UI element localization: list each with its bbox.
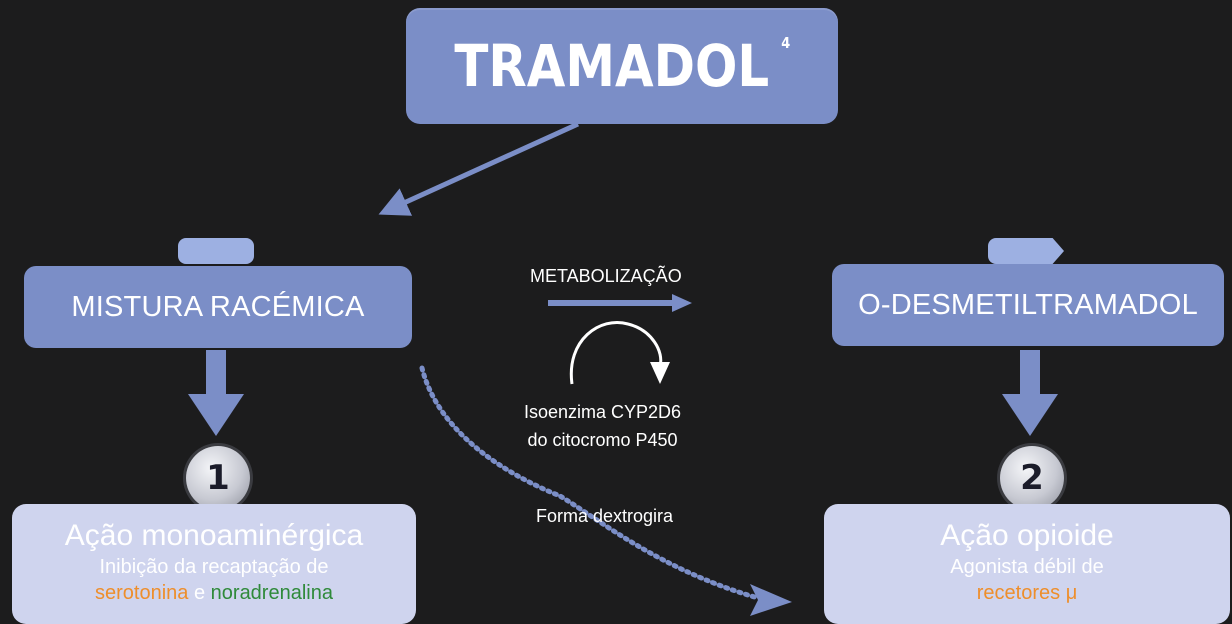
result-right-line1: Agonista débil de bbox=[950, 556, 1104, 578]
term-serotonina: serotonina bbox=[95, 582, 189, 604]
capsule-icon-right bbox=[988, 238, 1064, 264]
node-mistura-racemica: MISTURA RACÉMICA bbox=[24, 266, 412, 348]
term-conjunction: e bbox=[188, 582, 211, 604]
curved-process-arrow-icon bbox=[569, 321, 670, 385]
step-badge-1: 1 bbox=[186, 446, 250, 510]
arrow-down-right bbox=[1002, 350, 1058, 436]
title-text-wrapper: TRAMADOL 4 bbox=[454, 32, 790, 100]
enzyme-label-line1: Isoenzima CYP2D6 bbox=[524, 402, 682, 422]
title-box: TRAMADOL 4 bbox=[406, 8, 838, 124]
dextrogyre-label: Forma dextrogira bbox=[536, 506, 674, 526]
title-text: TRAMADOL bbox=[454, 32, 769, 100]
result-opioid: Ação opioide Agonista débil de recetores… bbox=[824, 504, 1230, 624]
node-o-desmetiltramadol: O-DESMETILTRAMADOL bbox=[832, 264, 1224, 346]
term-recetores-mu: recetores μ bbox=[976, 582, 1078, 604]
result-left-title: Ação monoaminérgica bbox=[64, 519, 364, 552]
dotted-dextro-curve bbox=[419, 365, 761, 601]
result-right-line2: recetores μ bbox=[824, 580, 1230, 606]
capsule-icon-left bbox=[178, 238, 254, 264]
enzyme-label-line2: do citocromo P450 bbox=[527, 430, 678, 450]
arrow-down-left bbox=[188, 350, 244, 436]
result-right-title: Ação opioide bbox=[940, 519, 1114, 552]
term-noradrenalina: noradrenalina bbox=[210, 582, 333, 604]
result-left-line1: Inibição da recaptação de bbox=[99, 556, 329, 578]
result-left-line2: serotonina e noradrenalina bbox=[12, 580, 416, 606]
dextro-arrowhead bbox=[750, 584, 792, 616]
metabolization-label: METABOLIZAÇÃO bbox=[530, 266, 682, 286]
result-monoaminergic: Ação monoaminérgica Inibição da recaptaç… bbox=[12, 504, 416, 624]
title-reference-superscript: 4 bbox=[780, 34, 790, 52]
step-badge-2: 2 bbox=[1000, 446, 1064, 510]
arrow-title-to-mixture bbox=[378, 121, 580, 216]
metabolization-arrow bbox=[548, 294, 692, 312]
enzyme-label: Isoenzima CYP2D6 do citocromo P450 bbox=[524, 398, 681, 454]
